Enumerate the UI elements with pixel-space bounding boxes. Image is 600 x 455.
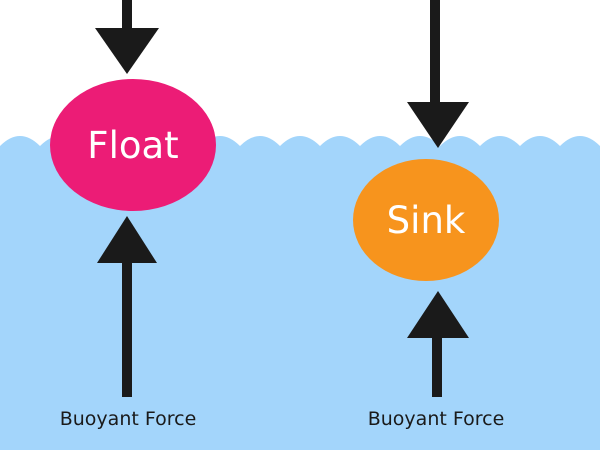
sink-label: Sink (387, 199, 466, 242)
float-buoyant-arrow (97, 216, 157, 397)
sink-ball (353, 159, 499, 281)
float-label: Float (87, 124, 178, 167)
sink-buoyant-force-label: Buoyant Force (368, 408, 505, 430)
float-ball (50, 79, 216, 211)
sink-weight-arrow (407, 0, 469, 148)
float-weight-arrow (95, 0, 159, 74)
float-buoyant-force-label: Buoyant Force (60, 408, 197, 430)
sink-buoyant-arrow (407, 291, 469, 397)
